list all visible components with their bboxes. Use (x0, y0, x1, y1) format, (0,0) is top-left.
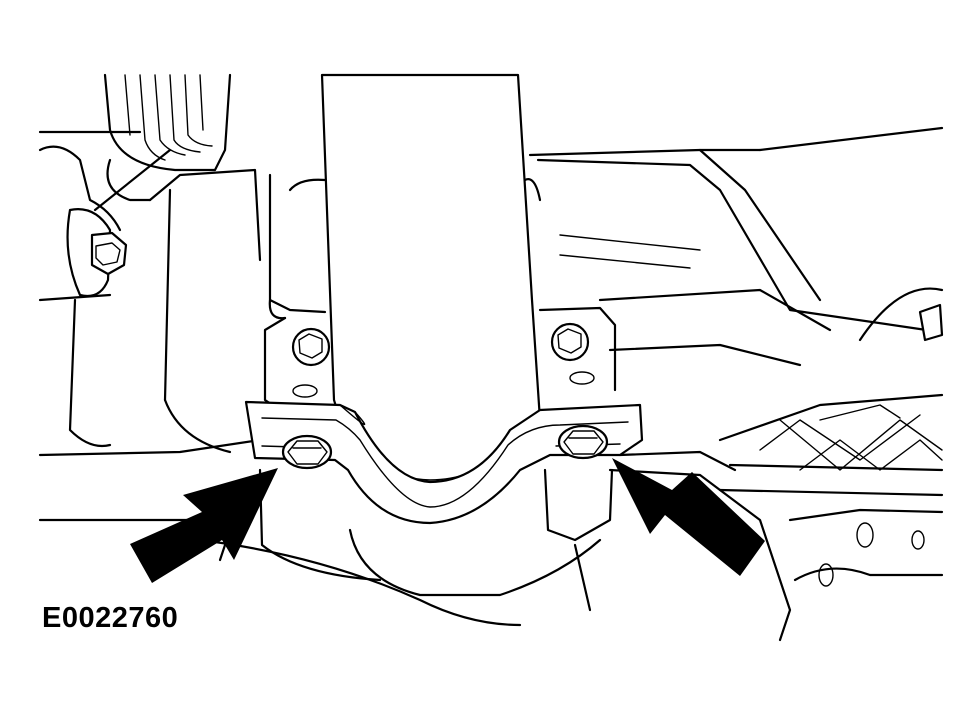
bracket-bolt-right (557, 424, 609, 460)
support-housing (263, 173, 617, 412)
upper-right-bolt (550, 322, 595, 385)
rubber-bellow (103, 73, 232, 202)
upper-left-bolt (291, 327, 331, 398)
chassis-background (38, 126, 944, 522)
right-mount (788, 287, 944, 587)
figure-id-label: E0022760 (42, 602, 179, 634)
bracket-bolt-left (281, 434, 333, 470)
lower-crossmember (198, 468, 792, 642)
exhaust-hanger-bracket (244, 400, 644, 525)
indicator-arrow-right (612, 458, 765, 576)
left-hex-bolt (90, 231, 128, 276)
left-mount-body (38, 145, 262, 454)
heat-shield (718, 393, 944, 497)
indicator-arrow-left (130, 468, 278, 583)
